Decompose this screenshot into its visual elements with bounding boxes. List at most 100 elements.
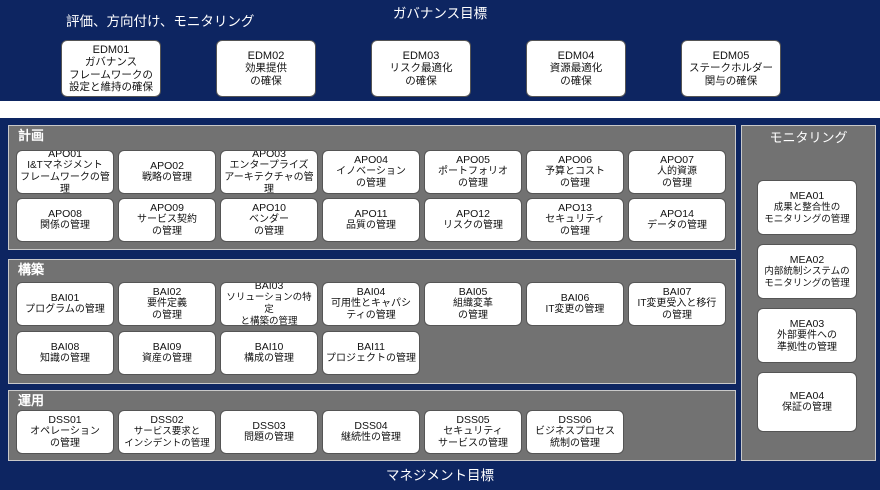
mea04-code: MEA04 xyxy=(789,390,825,402)
bai-section-label: 構築 xyxy=(18,262,45,277)
management-title: マネジメント目標 xyxy=(386,468,494,483)
apo11-box: APO11 品質の管理 xyxy=(322,198,420,242)
apo14-box: APO14 データの管理 xyxy=(628,198,726,242)
apo10-box: APO10 ベンダー の管理 xyxy=(220,198,318,242)
bai01-box: BAI01 プログラムの管理 xyxy=(16,282,114,326)
edm04-name: 資源最適化 の確保 xyxy=(549,62,603,87)
dss05-code: DSS05 xyxy=(456,414,490,426)
bai11-name: プロジェクトの管理 xyxy=(326,353,416,364)
dss03-box: DSS03 問題の管理 xyxy=(220,410,318,454)
apo14-code: APO14 xyxy=(660,208,694,220)
bai07-name: IT変更受入と移行 の管理 xyxy=(637,298,717,321)
apo13-name: セキュリティ の管理 xyxy=(545,214,605,237)
edm03-box: EDM03 リスク最適化 の確保 xyxy=(371,40,471,97)
apo07-name: 人的資源 の管理 xyxy=(657,166,697,189)
dss06-box: DSS06 ビジネスプロセス 統制の管理 xyxy=(526,410,624,454)
bai06-code: BAI06 xyxy=(560,292,590,304)
apo02-code: APO02 xyxy=(150,160,184,172)
edm05-box: EDM05 ステークホルダー 関与の確保 xyxy=(681,40,781,97)
dss05-name: セキュリティ サービスの管理 xyxy=(438,426,508,449)
bai01-name: プログラムの管理 xyxy=(25,304,105,315)
apo01-name: I&Tマネジメント フレームワークの管理 xyxy=(20,160,110,194)
apo03-box: APO03 エンタープライズ アーキテクチャの管理 xyxy=(220,150,318,194)
bai09-code: BAI09 xyxy=(152,341,182,353)
mea04-name: 保証の管理 xyxy=(782,402,832,413)
apo08-code: APO08 xyxy=(48,208,82,220)
bai02-code: BAI02 xyxy=(152,286,182,298)
edm05-code: EDM05 xyxy=(712,49,750,62)
apo04-code: APO04 xyxy=(354,154,388,166)
dss04-box: DSS04 継続性の管理 xyxy=(322,410,420,454)
mea04-box: MEA04 保証の管理 xyxy=(757,372,857,432)
apo02-name: 戦略の管理 xyxy=(142,172,192,183)
apo09-box: APO09 サービス契約 の管理 xyxy=(118,198,216,242)
apo06-name: 予算とコスト の管理 xyxy=(545,166,605,189)
dss04-code: DSS04 xyxy=(354,420,388,432)
apo08-name: 関係の管理 xyxy=(40,220,90,231)
bai06-name: IT変更の管理 xyxy=(545,304,605,315)
apo12-code: APO12 xyxy=(456,208,490,220)
apo07-box: APO07 人的資源 の管理 xyxy=(628,150,726,194)
edm03-code: EDM03 xyxy=(402,49,440,62)
apo04-box: APO04 イノベーション の管理 xyxy=(322,150,420,194)
apo04-name: イノベーション の管理 xyxy=(336,166,406,189)
apo08-box: APO08 関係の管理 xyxy=(16,198,114,242)
bai09-name: 資産の管理 xyxy=(142,353,192,364)
apo09-code: APO09 xyxy=(150,202,184,214)
bai05-box: BAI05 組織変革 の管理 xyxy=(424,282,522,326)
apo01-box: APO01 I&Tマネジメント フレームワークの管理 xyxy=(16,150,114,194)
apo11-name: 品質の管理 xyxy=(346,220,396,231)
apo10-name: ベンダー の管理 xyxy=(249,214,289,237)
bai05-name: 組織変革 の管理 xyxy=(453,298,493,321)
bai02-name: 要件定義 の管理 xyxy=(147,298,187,321)
bai03-box: BAI03 ソリューションの特定 と構築の管理 xyxy=(220,282,318,326)
bai11-code: BAI11 xyxy=(357,341,385,353)
dss-section-label: 運用 xyxy=(18,393,45,408)
apo12-name: リスクの管理 xyxy=(443,220,503,231)
bai07-code: BAI07 xyxy=(662,286,692,298)
bai09-box: BAI09 資産の管理 xyxy=(118,331,216,375)
apo13-code: APO13 xyxy=(558,202,592,214)
dss06-name: ビジネスプロセス 統制の管理 xyxy=(535,426,615,449)
mea02-box: MEA02 内部統制システムの モニタリングの管理 xyxy=(757,244,857,299)
edm02-box: EDM02 効果提供 の確保 xyxy=(216,40,316,97)
bai02-box: BAI02 要件定義 の管理 xyxy=(118,282,216,326)
dss04-name: 継続性の管理 xyxy=(341,432,401,443)
governance-subtitle: 評価、方向付け、モニタリング xyxy=(66,14,255,29)
mea03-code: MEA03 xyxy=(789,317,825,330)
mea-section-label: モニタリング xyxy=(769,130,848,145)
bai03-code: BAI03 xyxy=(254,282,284,292)
dss06-code: DSS06 xyxy=(558,414,592,426)
governance-title: ガバナンス目標 xyxy=(392,6,488,21)
dss02-box: DSS02 サービス要求と インシデントの管理 xyxy=(118,410,216,454)
bai04-name: 可用性とキャパシ ティの管理 xyxy=(331,298,411,321)
bai08-box: BAI08 知識の管理 xyxy=(16,331,114,375)
bai10-name: 構成の管理 xyxy=(244,353,294,364)
dss01-code: DSS01 xyxy=(48,414,82,426)
dss03-code: DSS03 xyxy=(252,420,286,432)
bai07-box: BAI07 IT変更受入と移行 の管理 xyxy=(628,282,726,326)
edm01-box: EDM01 ガバナンス フレームワークの 設定と維持の確保 xyxy=(61,40,161,97)
mea03-box: MEA03 外部要件への 準拠性の管理 xyxy=(757,308,857,363)
edm02-name: 効果提供 の確保 xyxy=(245,62,287,87)
bai10-box: BAI10 構成の管理 xyxy=(220,331,318,375)
apo03-code: APO03 xyxy=(252,150,286,160)
apo13-box: APO13 セキュリティ の管理 xyxy=(526,198,624,242)
bai03-name: ソリューションの特定 と構築の管理 xyxy=(226,292,312,326)
dss02-code: DSS02 xyxy=(150,414,184,426)
edm01-code: EDM01 xyxy=(92,43,130,56)
apo02-box: APO02 戦略の管理 xyxy=(118,150,216,194)
apo05-code: APO05 xyxy=(456,154,490,166)
apo07-code: APO07 xyxy=(660,154,694,166)
dss01-name: オペレーション の管理 xyxy=(30,426,100,449)
bai04-code: BAI04 xyxy=(356,286,386,298)
edm04-box: EDM04 資源最適化 の確保 xyxy=(526,40,626,97)
bai10-code: BAI10 xyxy=(254,341,284,353)
mea01-name: 成果と整合性の モニタリングの管理 xyxy=(764,201,850,225)
apo-section-label: 計画 xyxy=(18,128,45,143)
edm03-name: リスク最適化 の確保 xyxy=(389,62,453,87)
dss01-box: DSS01 オペレーション の管理 xyxy=(16,410,114,454)
apo06-box: APO06 予算とコスト の管理 xyxy=(526,150,624,194)
bai11-box: BAI11 プロジェクトの管理 xyxy=(322,331,420,375)
